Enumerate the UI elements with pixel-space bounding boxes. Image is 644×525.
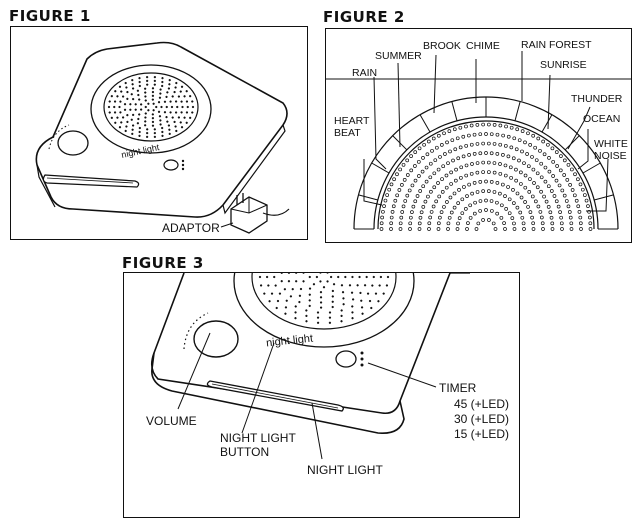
figure-1-title: FIGURE 1 [9, 7, 91, 25]
label-night-light: NIGHT LIGHT [307, 463, 383, 477]
figure-2-drawing [326, 51, 631, 231]
label-rain: RAIN [352, 67, 378, 79]
label-white-noise-2: NOISE [594, 150, 627, 162]
label-rain-forest: RAIN FOREST [521, 39, 592, 51]
label-night-light-button-2: BUTTON [220, 445, 270, 459]
label-thunder: THUNDER [571, 93, 623, 105]
label-brook: BROOK [423, 40, 461, 52]
figure-2-panel: RAIN SUMMER BROOK CHIME RAIN FOREST SUNR… [325, 28, 632, 243]
label-ocean: OCEAN [583, 113, 621, 125]
label-volume: VOLUME [146, 414, 197, 428]
label-heart-beat-2: BEAT [334, 127, 361, 139]
label-heart-beat-1: HEART [334, 115, 370, 127]
timer-option-30: 30 (+LED) [454, 412, 510, 426]
figure-1-panel: night light ADAPTOR [10, 26, 308, 240]
label-night-light-button-1: NIGHT LIGHT [220, 431, 296, 445]
figure-3-drawing [150, 273, 470, 460]
figure-3-title: FIGURE 3 [122, 254, 204, 272]
figure-2-title: FIGURE 2 [323, 8, 405, 26]
figure-3-panel: night light VOLUME NIGHT LIGHT BUTTON NI… [123, 272, 520, 518]
label-sunrise: SUNRISE [540, 59, 587, 71]
timer-option-45: 45 (+LED) [454, 397, 510, 411]
label-white-noise-1: WHITE [594, 138, 628, 150]
timer-option-15: 15 (+LED) [454, 427, 510, 441]
label-summer: SUMMER [375, 50, 422, 62]
label-chime: CHIME [466, 40, 500, 52]
label-timer: TIMER [439, 381, 477, 395]
figure-1-drawing [35, 41, 290, 234]
figure-1-adaptor-label: ADAPTOR [162, 221, 220, 235]
